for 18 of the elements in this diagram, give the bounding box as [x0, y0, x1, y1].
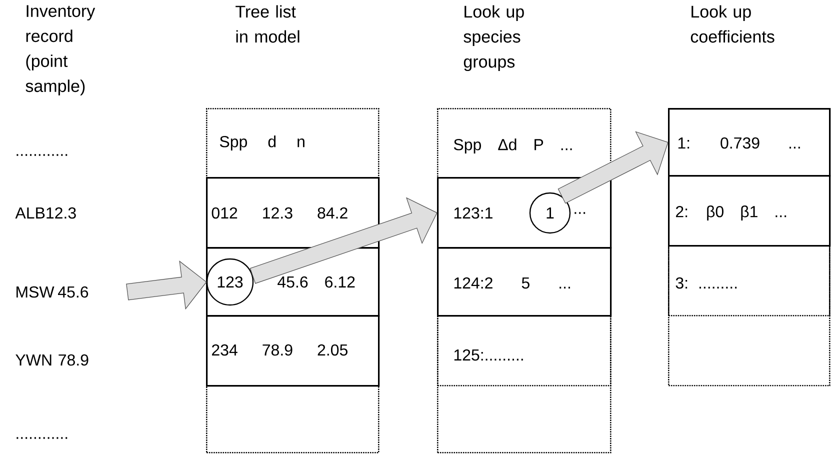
table-row: 234 78.9 2.05	[206, 315, 380, 387]
dotted-row: 125:.........	[437, 315, 612, 386]
block-arrow	[558, 131, 668, 204]
block-arrow	[126, 260, 207, 310]
record-text: MSW 45.6	[16, 286, 88, 298]
dotted-line-text: ............	[16, 154, 68, 156]
dotted-line-text: ............	[16, 437, 68, 439]
table-row: 1: 0.739 ...	[668, 108, 831, 177]
column-heading: Tree list in model	[236, 5, 300, 43]
column-heading: Look up species groups	[464, 5, 524, 72]
column-heading: Look up coefficients	[690, 5, 774, 43]
dotted-row: 3: .........	[668, 245, 830, 316]
table-row: 124:2 5 ...	[437, 247, 612, 317]
record-text: YWN 78.9	[16, 354, 88, 366]
record-text: ALB12.3	[15, 207, 76, 219]
block-arrow	[250, 197, 438, 284]
column-heading: Inventory record (point sample)	[26, 5, 96, 96]
table-row: 2: β0 β1 ...	[668, 175, 831, 247]
